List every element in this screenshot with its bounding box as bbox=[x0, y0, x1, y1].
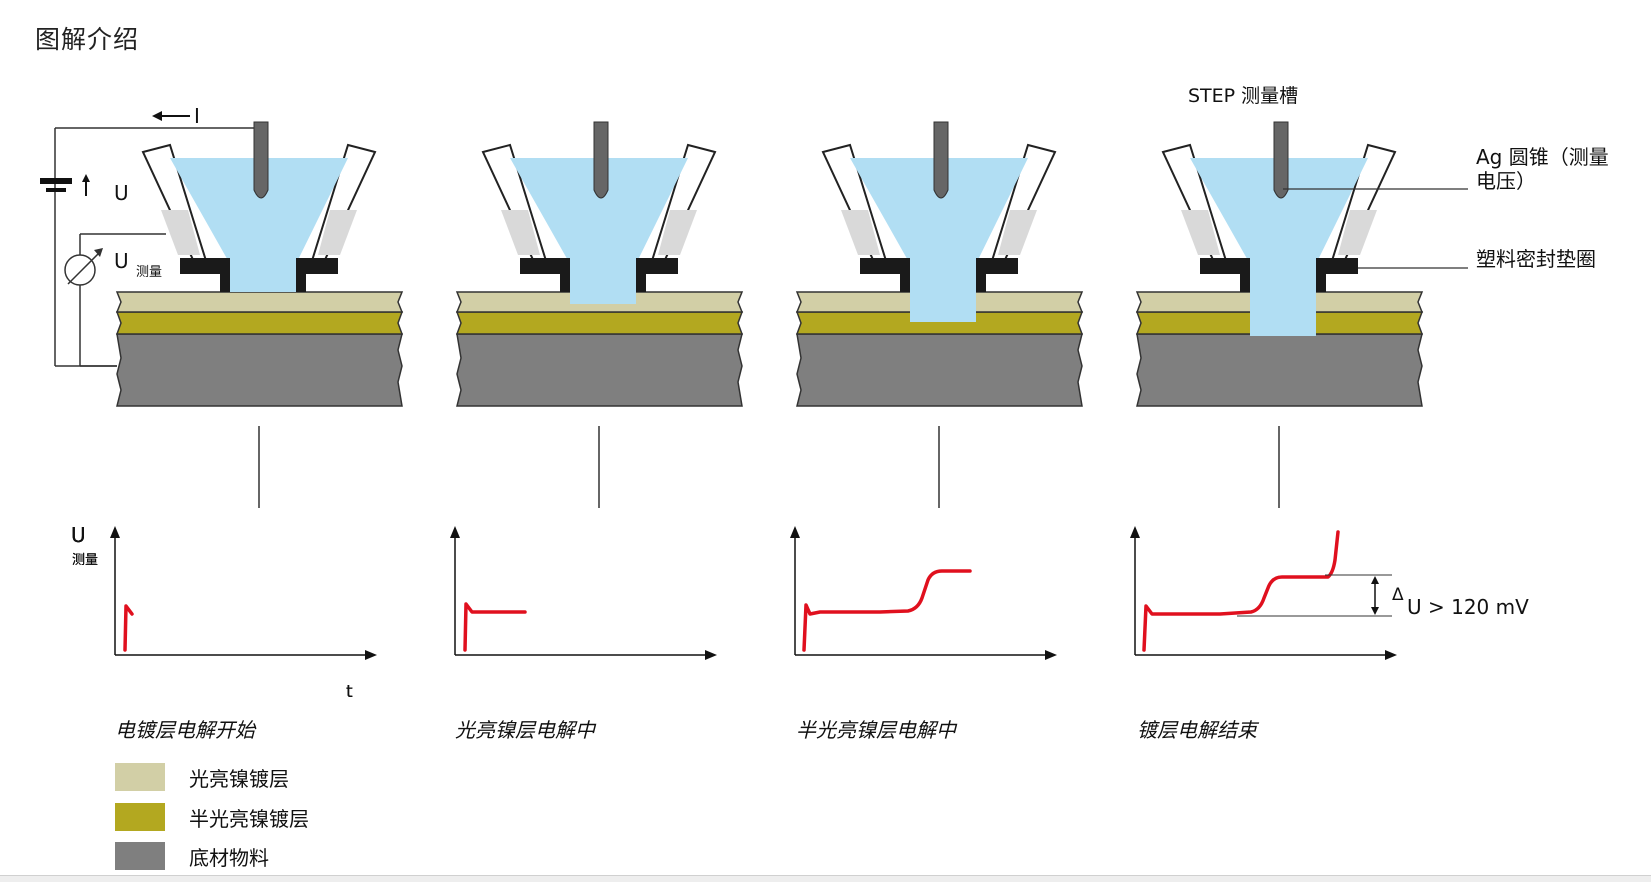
delta-threshold-label: U > 120 mV bbox=[1407, 595, 1529, 619]
stage-caption-1: 电镀层电解开始 bbox=[115, 718, 255, 742]
legend-item-substrate: 底材物料 bbox=[115, 841, 269, 871]
electrolyte bbox=[170, 158, 348, 292]
current-label: I bbox=[194, 104, 200, 128]
electrolyte bbox=[510, 158, 688, 304]
substrate-layer bbox=[1136, 333, 1423, 407]
stage-1 bbox=[110, 121, 404, 660]
stage-caption-3: 半光亮镍层电解中 bbox=[796, 718, 956, 742]
legend-item-semi-bright-nickel: 半光亮镍镀层 bbox=[115, 802, 309, 832]
legend-swatch-semi-bright-nickel bbox=[115, 803, 165, 831]
ag-electrode bbox=[1273, 121, 1289, 199]
graph-x-label: t bbox=[346, 682, 353, 702]
graph-y-label: U bbox=[71, 523, 86, 547]
cone-wall-insert-right bbox=[318, 210, 357, 255]
cone-wall-insert-left bbox=[841, 210, 880, 255]
window-bottom-edge bbox=[0, 875, 1651, 882]
graph-y-label: U bbox=[71, 523, 86, 547]
gasket-left bbox=[520, 258, 570, 292]
ag-electrode bbox=[253, 121, 269, 199]
ag-electrode bbox=[593, 121, 609, 199]
legend-item-bright-nickel: 光亮镍镀层 bbox=[115, 762, 289, 792]
voltmeter-needle-head bbox=[94, 248, 103, 257]
measured-voltage-curve bbox=[123, 604, 134, 652]
substrate-layer bbox=[456, 333, 743, 407]
semi-bright-nickel-layer bbox=[115, 311, 404, 335]
stage-caption-2: 光亮镍层电解中 bbox=[455, 718, 595, 742]
measured-voltage-curve bbox=[463, 602, 527, 652]
substrate-layer bbox=[116, 333, 403, 407]
battery-plate-short bbox=[46, 188, 66, 192]
graph-y-label-sub: 测量 bbox=[72, 553, 98, 568]
measured-voltage-curve bbox=[1142, 530, 1340, 652]
graph-y-arrow bbox=[790, 526, 800, 538]
graph-y-arrow bbox=[1130, 526, 1140, 538]
seal-label: 塑料密封垫圈 bbox=[1476, 247, 1596, 271]
graph-y-label: U bbox=[71, 523, 86, 547]
voltage-arrow-head bbox=[82, 174, 90, 182]
stage-3 bbox=[790, 121, 1084, 660]
bright-nickel-layer bbox=[115, 291, 404, 313]
electrolyte bbox=[850, 158, 1028, 322]
measured-voltage-curve bbox=[802, 569, 972, 652]
graph-y-label-sub: 测量 bbox=[72, 553, 98, 568]
ag-cone-label-line1: Ag 圆锥（测量 bbox=[1476, 145, 1609, 169]
graph-x-arrow bbox=[365, 650, 377, 660]
stage-2 bbox=[450, 121, 744, 660]
legend-swatch-bright-nickel bbox=[115, 763, 165, 791]
current-arrow-head bbox=[152, 111, 162, 121]
legend-label-semi-bright-nickel: 半光亮镍镀层 bbox=[189, 806, 309, 831]
ag-cone-label-line2: 电压） bbox=[1476, 169, 1536, 193]
battery-plate-long bbox=[40, 178, 72, 184]
electrolyte bbox=[1190, 158, 1368, 336]
graph-y-arrow bbox=[450, 526, 460, 538]
cone-wall-insert-right bbox=[998, 210, 1037, 255]
ag-electrode bbox=[933, 121, 949, 199]
measured-voltage-label: U bbox=[114, 249, 129, 273]
cone-wall-insert-right bbox=[658, 210, 697, 255]
graph-x-label: t bbox=[346, 682, 353, 702]
delta-arrow-up bbox=[1371, 576, 1379, 584]
gasket-left bbox=[1200, 258, 1250, 292]
substrate-layer bbox=[796, 333, 1083, 407]
cone-wall-insert-left bbox=[1181, 210, 1220, 255]
graph-x-arrow bbox=[705, 650, 717, 660]
gasket-right bbox=[976, 258, 1018, 292]
graph-x-arrow bbox=[1045, 650, 1057, 660]
cone-wall-insert-left bbox=[501, 210, 540, 255]
gasket-right bbox=[636, 258, 678, 292]
delta-arrow-down bbox=[1371, 607, 1379, 615]
stage-caption-4: 镀层电解结束 bbox=[1137, 718, 1257, 742]
graph-y-label-sub: 测量 bbox=[72, 553, 98, 568]
legend-label-bright-nickel: 光亮镍镀层 bbox=[189, 766, 289, 791]
graph-y-label-sub: 测量 bbox=[72, 553, 98, 568]
gasket-right bbox=[296, 258, 338, 292]
semi-bright-nickel-layer bbox=[455, 311, 744, 335]
graph-x-arrow bbox=[1385, 650, 1397, 660]
voltmeter-needle bbox=[67, 251, 101, 285]
stage-4 bbox=[1130, 121, 1424, 660]
cone-wall-insert-left bbox=[161, 210, 200, 255]
graph-y-arrow bbox=[110, 526, 120, 538]
gasket-left bbox=[860, 258, 910, 292]
graph-x-label: t bbox=[346, 682, 353, 702]
gasket-left bbox=[180, 258, 230, 292]
gasket-right bbox=[1316, 258, 1358, 292]
voltage-label: U bbox=[114, 181, 129, 205]
graph-x-label: t bbox=[346, 682, 353, 702]
measured-voltage-label-sub: 测量 bbox=[136, 265, 162, 280]
page-title: 图解介绍 bbox=[35, 25, 140, 54]
cone-wall-insert-right bbox=[1338, 210, 1377, 255]
graph-y-label: U bbox=[71, 523, 86, 547]
cell-name-label: STEP 测量槽 bbox=[1188, 85, 1298, 107]
legend-label-substrate: 底材物料 bbox=[189, 845, 269, 870]
legend-swatch-substrate bbox=[115, 842, 165, 870]
voltmeter-icon bbox=[64, 254, 96, 286]
delta-symbol: Δ bbox=[1392, 585, 1404, 605]
